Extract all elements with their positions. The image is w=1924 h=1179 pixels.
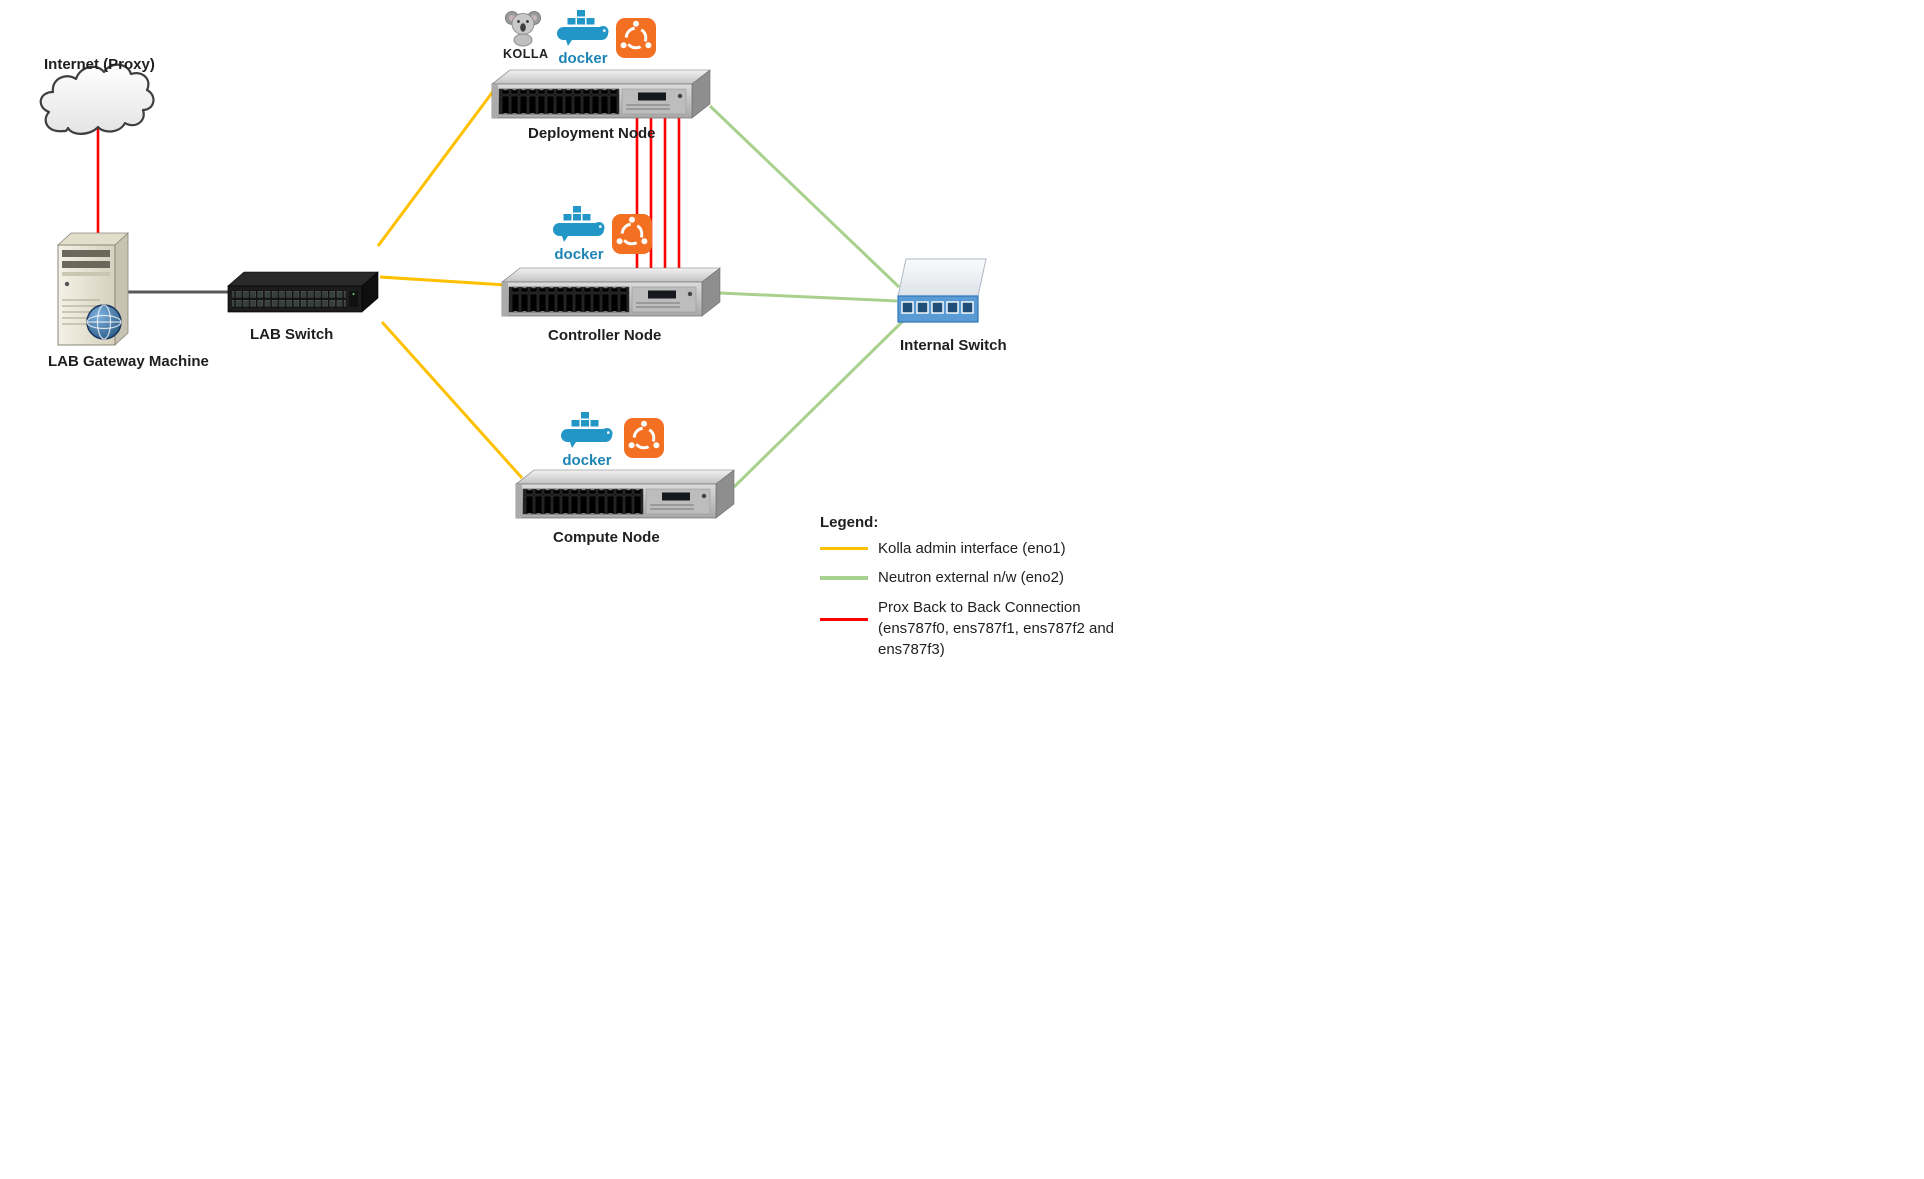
docker-icon-compute: [561, 412, 613, 469]
legend-item-kolla-admin: Kolla admin interface (eno1): [820, 538, 1160, 559]
gateway-tower: [56, 232, 130, 346]
internal-switch-device: [897, 258, 987, 323]
docker-icon-controller: [553, 206, 605, 263]
ubuntu-icon-compute: [622, 416, 666, 460]
controller-node-server: [501, 267, 721, 317]
legend-swatch-prox-b2b: [820, 617, 868, 622]
internet-label: Internet (Proxy): [44, 56, 155, 73]
ubuntu-icon-controller: [610, 212, 654, 256]
compute-label: Compute Node: [553, 529, 660, 546]
legend-swatch-neutron-external: [820, 576, 868, 580]
link-deployment-internalswitch: [708, 104, 901, 289]
legend-label-prox-b2b: Prox Back to Back Connection (ens787f0, …: [878, 598, 1115, 659]
controller-label: Controller Node: [548, 327, 662, 344]
legend: Legend: Kolla admin interface (eno1) Neu…: [820, 514, 1160, 668]
deployment-node-server: [491, 69, 711, 119]
gateway-label: LAB Gateway Machine: [48, 353, 209, 370]
lab-switch-label: LAB Switch: [250, 326, 334, 343]
deployment-label: Deployment Node: [528, 125, 656, 142]
link-labswitch-deployment: [376, 81, 502, 247]
lab-switch-device: [227, 271, 379, 313]
link-labswitch-compute: [380, 320, 524, 480]
ubuntu-icon-deployment: [614, 16, 658, 60]
legend-label-neutron-external: Neutron external n/w (eno2): [878, 569, 1064, 587]
legend-item-prox-b2b: Prox Back to Back Connection (ens787f0, …: [820, 597, 1160, 661]
kolla-icon: [505, 11, 541, 47]
link-controller-internalswitch: [719, 291, 898, 303]
legend-swatch-kolla-admin: [820, 546, 868, 551]
internet-cloud: [39, 63, 155, 135]
globe-icon: [86, 304, 122, 340]
link-compute-internalswitch: [732, 319, 905, 489]
legend-label-kolla-admin: Kolla admin interface (eno1): [878, 540, 1066, 557]
compute-node-server: [515, 469, 735, 519]
connection-lines: [96, 81, 905, 489]
link-labswitch-controller: [379, 275, 507, 287]
legend-title: Legend:: [820, 514, 879, 531]
legend-item-neutron-external: Neutron external n/w (eno2): [820, 567, 1160, 588]
docker-icon-deployment: [557, 10, 609, 67]
internal-switch-label: Internal Switch: [900, 337, 1007, 354]
kolla-wordmark: KOLLA: [503, 47, 549, 61]
